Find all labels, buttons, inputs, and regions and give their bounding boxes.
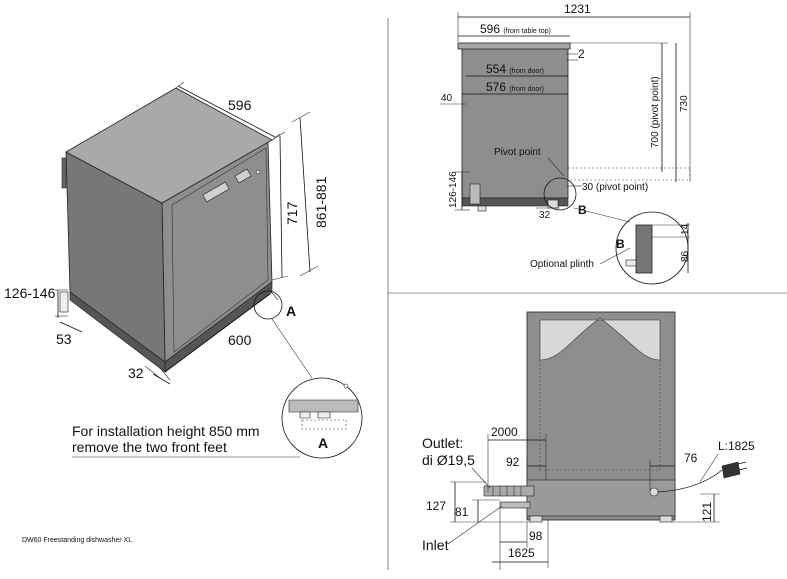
side-optional-plinth: Optional plinth (530, 259, 594, 270)
panel-dividers (387, 18, 787, 570)
iso-dim-width: 596 (228, 97, 252, 113)
iso-detail-content (288, 383, 359, 430)
rear-inlet-label: Inlet (422, 537, 449, 553)
side-dim-gap: 2 (578, 47, 585, 61)
rear-outlet-dia: di Ø19,5 (422, 452, 475, 468)
iso-detail-label: A (318, 435, 328, 451)
side-dim-overall: 1231 (564, 2, 591, 16)
side-dim-plinth-height: 86 (680, 250, 691, 262)
side-dim-plinth-range: 126-146 (448, 171, 459, 208)
iso-detail-marker: A (286, 303, 296, 319)
iso-dim-height-range: 861-881 (313, 176, 329, 228)
rear-dim-inlet-height: 81 (455, 505, 469, 519)
side-dim-plinth-top: 14 (680, 223, 691, 235)
side-dim-door-2: 576 (from door) (486, 80, 544, 94)
side-detail-content (625, 224, 690, 274)
iso-dim-plinth-height: 126-146 (4, 285, 56, 301)
iso-detail-circle (253, 290, 283, 320)
side-dim-door-1: 554 (from door) (486, 62, 544, 76)
iso-note-line1: For installation height 850 mm (72, 423, 260, 439)
iso-note-line2: remove the two front feet (72, 439, 227, 455)
rear-dim-outlet-offset: 92 (506, 455, 520, 469)
side-detail-label: B (616, 237, 625, 251)
side-dim-pivot-offset: 30 (pivot point) (582, 182, 648, 193)
rear-dim-cord-height: 121 (700, 502, 714, 522)
side-dim-total-height: 730 (679, 95, 690, 112)
rear-view: Outlet: di Ø19,5 2000 92 76 L:1825 127 8… (422, 311, 755, 570)
iso-display-slot (234, 168, 252, 184)
side-view: 1231 596 (from table top) 2 554 (from do… (440, 2, 691, 285)
side-dim-table-top: 596 (from table top) (480, 22, 551, 36)
iso-handle-slot (202, 181, 230, 203)
rear-dim-inlet-length: 1625 (508, 546, 535, 560)
iso-dim-plinth-depth: 32 (128, 365, 144, 381)
iso-dim-foot-offset: 53 (56, 331, 72, 347)
rear-dim-hose-length: 2000 (491, 425, 518, 439)
drawing-caption: DW60 Freestanding dishwasher XL (22, 537, 132, 544)
rear-dim-outlet-height: 127 (426, 499, 446, 513)
side-dim-foot-depth: 32 (539, 210, 551, 221)
iso-dim-depth: 600 (228, 332, 252, 348)
side-dim-offset-left: 40 (441, 93, 453, 104)
rear-power-cord: L:1825 (718, 439, 755, 453)
iso-view: 596 717 861-881 600 32 126-146 53 A (4, 81, 363, 544)
side-dim-pivot-height: 700 (pivot point) (650, 76, 661, 148)
side-pivot-label: Pivot point (494, 147, 541, 158)
iso-dim-height-inner: 717 (284, 201, 300, 225)
side-detail-circle (543, 177, 577, 211)
rear-dim-inlet-offset: 76 (684, 451, 698, 465)
rear-outlet-label: Outlet: (422, 435, 463, 451)
rear-dim-inlet-depth: 98 (529, 529, 543, 543)
iso-detail-zoom (281, 377, 363, 459)
side-body (461, 47, 569, 199)
